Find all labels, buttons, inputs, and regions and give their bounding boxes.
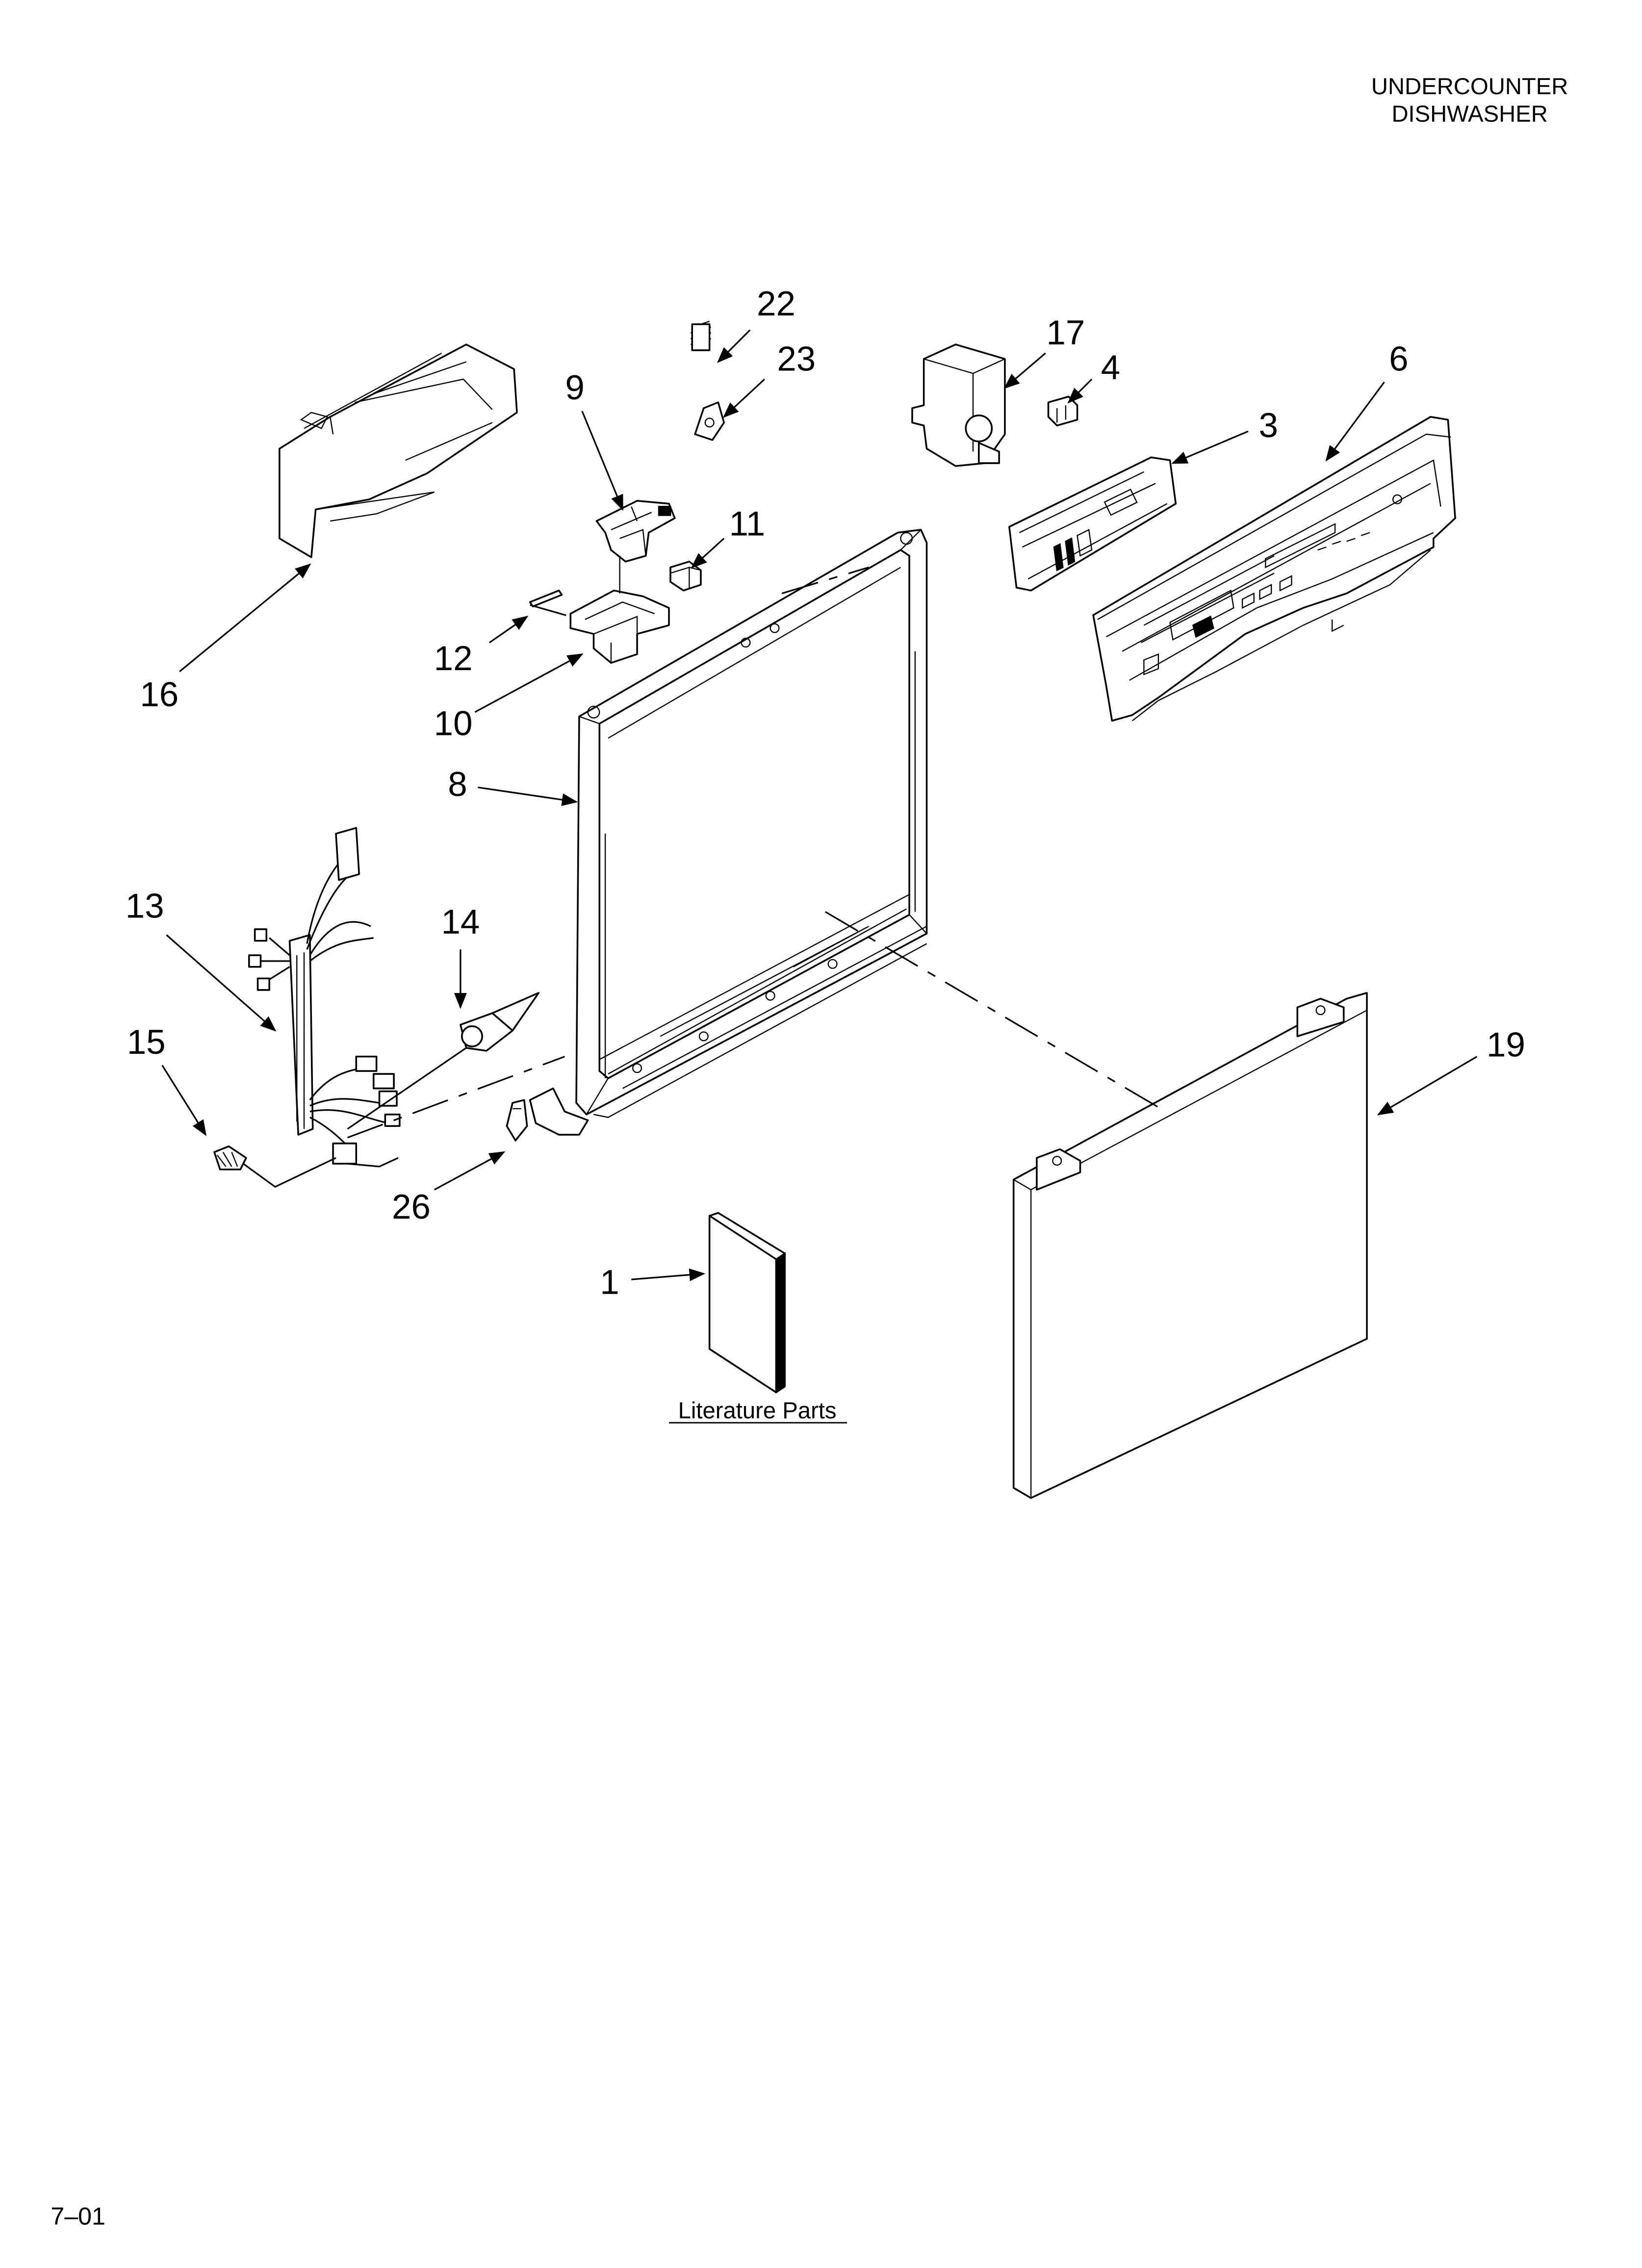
part-10-bracket <box>569 555 670 664</box>
leader-11 <box>691 538 725 569</box>
leader-12 <box>488 615 529 644</box>
part-26-clip <box>506 1099 528 1142</box>
leader-9 <box>581 411 624 511</box>
part-11-switch <box>669 560 702 592</box>
header-line-2: DISHWASHER <box>1391 101 1547 127</box>
part-6-console <box>1092 416 1456 722</box>
part-9-latch <box>595 500 676 563</box>
callout-16: 16 <box>140 676 179 714</box>
part-17-control <box>911 343 1006 467</box>
callout-10: 10 <box>434 704 473 743</box>
part-15-screw <box>213 1145 336 1188</box>
part-16-cover <box>279 343 518 558</box>
part-12-pin <box>529 589 563 607</box>
leader-1 <box>631 1268 706 1281</box>
leader-6 <box>1325 381 1385 462</box>
alignment-line-harness <box>347 1056 565 1139</box>
leader-13 <box>166 934 277 1032</box>
callout-9: 9 <box>565 368 584 407</box>
leader-17 <box>1003 352 1046 389</box>
callout-4: 4 <box>1101 348 1120 387</box>
part-8-door-frame <box>529 529 928 1136</box>
leader-10 <box>474 653 584 713</box>
leader-3 <box>1171 430 1249 464</box>
part-4-button <box>1047 395 1078 427</box>
part-23-clip <box>694 401 725 441</box>
leader-8 <box>478 786 578 807</box>
callout-12: 12 <box>434 639 473 678</box>
callout-8: 8 <box>448 765 467 804</box>
callout-11: 11 <box>729 505 766 544</box>
callout-1: 1 <box>600 1263 619 1302</box>
footer-code: 7–01 <box>51 2203 105 2230</box>
header-line-1: UNDERCOUNTER <box>1371 74 1568 100</box>
literature-parts-label: Literature Parts <box>678 1398 837 1424</box>
callout-14: 14 <box>441 903 480 941</box>
callout-19: 19 <box>1487 1026 1525 1065</box>
part-22-spring <box>690 320 711 351</box>
leader-15 <box>161 1065 206 1136</box>
callout-13: 13 <box>126 886 164 925</box>
part-14-connector <box>347 992 540 1130</box>
alignment-line-top <box>781 566 869 595</box>
alignment-line-latch <box>530 604 571 618</box>
callout-23: 23 <box>777 339 816 378</box>
part-3-panel <box>1008 456 1177 592</box>
callout-17: 17 <box>1047 313 1085 352</box>
leader-16 <box>179 563 311 673</box>
leader-26 <box>434 1151 506 1191</box>
callout-15: 15 <box>127 1023 166 1062</box>
callout-26: 26 <box>392 1188 431 1226</box>
alignment-line-door <box>825 911 1159 1108</box>
leader-23 <box>722 378 765 418</box>
part-13-harness <box>248 827 401 1168</box>
leader-22 <box>717 329 751 363</box>
part-1-literature <box>708 1212 786 1394</box>
leader-4 <box>1067 378 1093 404</box>
callout-22: 22 <box>757 285 795 323</box>
part-19-door-panel <box>1012 992 1368 1499</box>
callout-6: 6 <box>1389 339 1408 378</box>
callout-3: 3 <box>1259 406 1278 445</box>
leader-19 <box>1377 1056 1478 1116</box>
